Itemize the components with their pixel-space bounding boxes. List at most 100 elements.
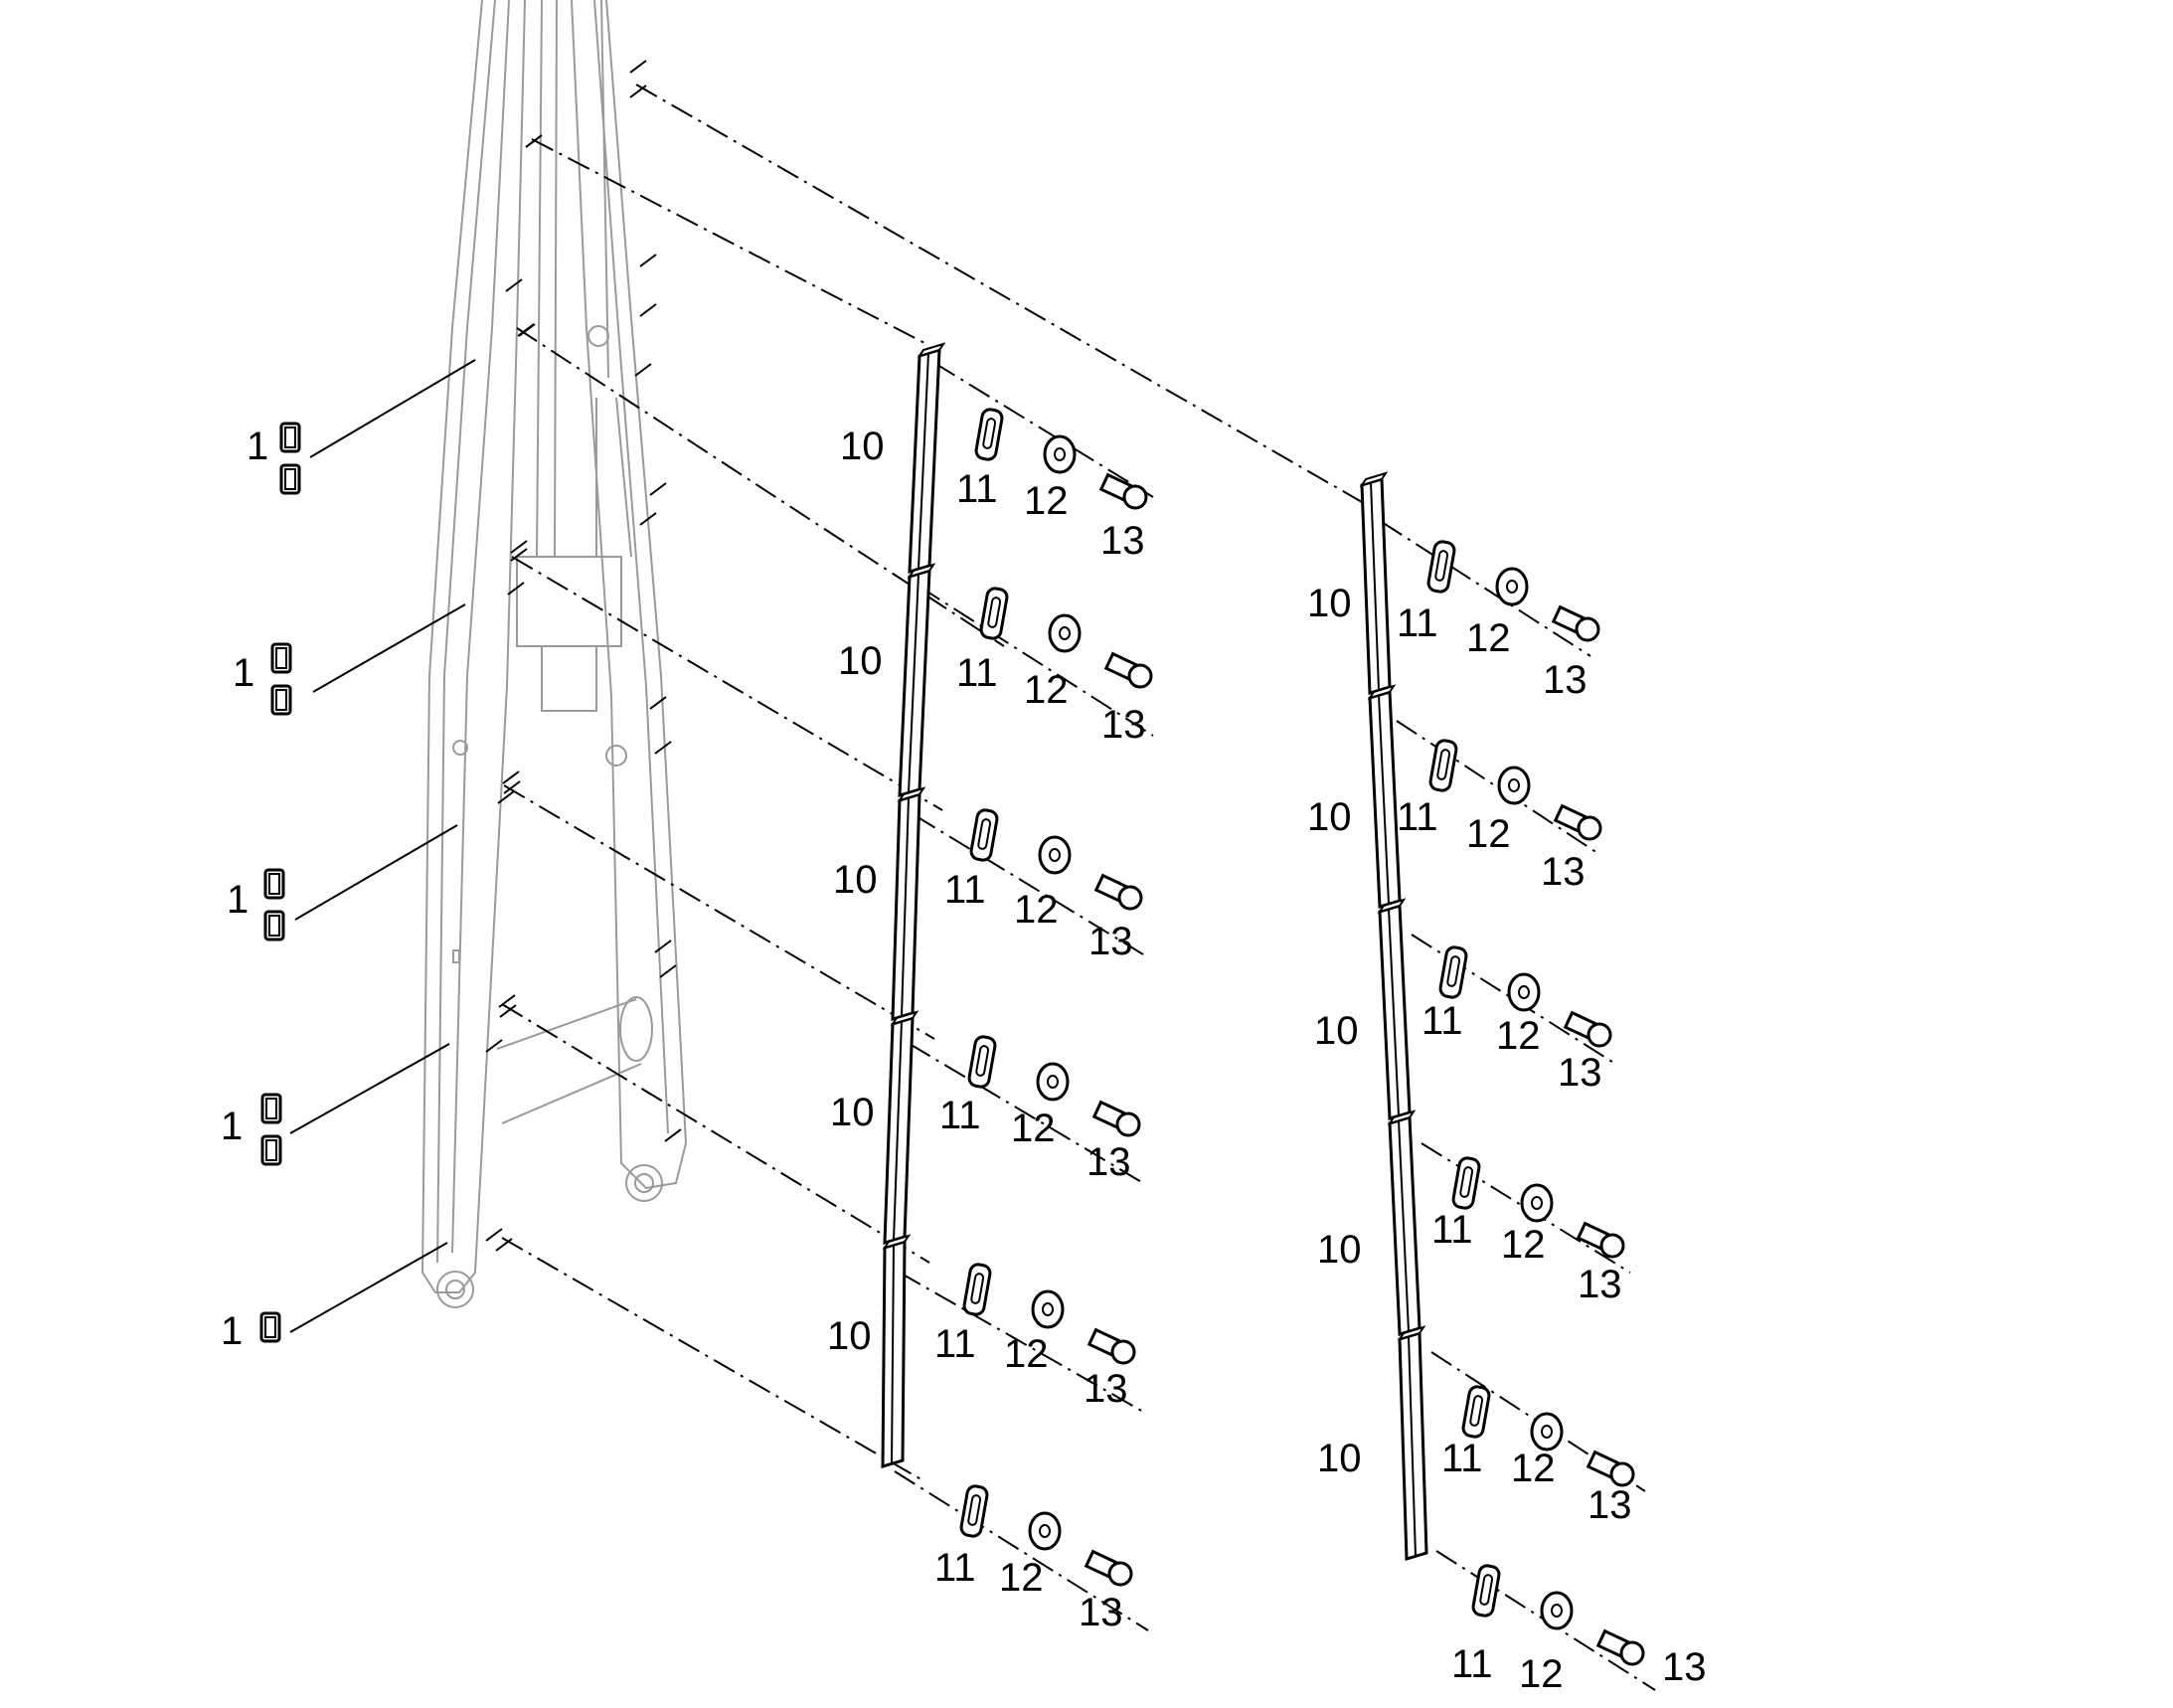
mount-tick (505, 278, 523, 292)
bolt-item-13 (1084, 1549, 1133, 1587)
clip-item-11 (1426, 540, 1456, 594)
frame-mount-points (485, 60, 682, 1252)
callout-11-label: 11 (1451, 1642, 1493, 1686)
washer-item-12 (1031, 1289, 1065, 1329)
callout-10-label: 10 (1317, 1228, 1362, 1272)
callout-12-label: 12 (1501, 1223, 1546, 1267)
slide-strip-item-10 (881, 1234, 912, 1469)
bolt-item-13 (1103, 651, 1153, 689)
callout-13-label: 13 (1543, 658, 1588, 702)
bolt-item-13 (1086, 1327, 1136, 1365)
callout-11-label: 11 (934, 1546, 976, 1590)
callout-13-label: 13 (1558, 1051, 1602, 1095)
washer-item-12 (1028, 1511, 1062, 1551)
callout-10-label: 10 (833, 858, 878, 902)
mount-tick (507, 582, 525, 596)
callout-12-label: 12 (999, 1556, 1044, 1600)
slide-strips (881, 342, 1428, 1561)
mount-tick (634, 363, 652, 377)
callout-13-label: 13 (1079, 1591, 1123, 1634)
mount-tick (664, 1128, 682, 1142)
callout-10-label: 10 (840, 425, 885, 468)
washer-item-12 (1036, 1062, 1070, 1102)
callout-1-label: 1 (247, 425, 268, 468)
mount-tick (510, 540, 528, 554)
washer-item-12 (1530, 1412, 1564, 1452)
callout-12-label: 12 (1466, 616, 1511, 660)
callout-13-label: 13 (1541, 850, 1586, 894)
mount-tick (495, 1238, 513, 1252)
callout-10-label: 10 (830, 1091, 875, 1134)
washer-item-12 (1507, 972, 1541, 1012)
callout-13-label: 13 (1662, 1645, 1707, 1689)
callout-11-label: 11 (939, 1094, 981, 1137)
callout-10-label: 10 (1307, 795, 1352, 839)
item-1-pads (259, 422, 301, 1343)
mount-tick (485, 1039, 503, 1053)
slide-strip-item-10 (1397, 1325, 1428, 1561)
mount-tick (649, 696, 667, 710)
bolt-item-13 (1553, 803, 1602, 841)
projection-line (635, 84, 1363, 503)
callout-12-label: 12 (1024, 479, 1069, 523)
mount-tick (503, 780, 521, 794)
clip-item-11 (1451, 1156, 1481, 1210)
mount-tick (639, 254, 657, 267)
mount-tick (639, 303, 657, 317)
clip-item-11 (1461, 1385, 1491, 1439)
washer-item-12 (1495, 567, 1529, 606)
callout-10-label: 10 (838, 639, 883, 683)
slide-strip-item-10 (1367, 684, 1402, 909)
callout-11-label: 11 (944, 868, 986, 912)
bolt-item-13 (1091, 1100, 1141, 1137)
bolt-item-13 (1586, 1450, 1635, 1487)
projection-line (919, 586, 1154, 737)
callout-12-label: 12 (1466, 812, 1511, 856)
mount-tick (629, 85, 647, 98)
leader-line (309, 359, 476, 458)
projection-line (516, 327, 1005, 647)
clip-item-11 (967, 1035, 997, 1089)
callout-13-label: 13 (1088, 920, 1133, 963)
clip-item-11 (1438, 945, 1468, 999)
leader-line (294, 824, 458, 921)
pad-item-1 (270, 684, 292, 716)
hardware-groups (959, 408, 1645, 1666)
clip-item-11 (1428, 739, 1458, 792)
mount-tick (518, 323, 536, 337)
callout-12-label: 12 (1024, 668, 1069, 712)
clip-item-11 (979, 587, 1009, 640)
callout-12-label: 12 (1004, 1332, 1049, 1376)
leader-line (289, 1043, 450, 1134)
bolt-item-13 (1595, 1628, 1645, 1666)
projection-line (503, 784, 935, 1040)
clip-item-11 (962, 1263, 992, 1316)
washer-item-12 (1540, 1591, 1574, 1630)
callout-11-label: 11 (1397, 795, 1438, 839)
callout-11-label: 11 (1397, 601, 1438, 645)
callout-10-label: 10 (1317, 1437, 1362, 1480)
projection-line (899, 1272, 1144, 1413)
pad-item-1 (270, 642, 292, 674)
pad-item-1 (260, 1134, 282, 1166)
slide-strip-item-10 (1387, 1110, 1421, 1336)
bolt-item-13 (1551, 604, 1600, 642)
clip-item-11 (959, 1484, 989, 1538)
projection-line (914, 814, 1144, 955)
clip-item-11 (969, 808, 999, 862)
slide-strip-item-10 (908, 342, 946, 575)
callout-12-label: 12 (1014, 888, 1059, 932)
washer-item-12 (1520, 1183, 1554, 1223)
pad-item-1 (263, 910, 285, 941)
mount-tick (654, 741, 672, 755)
mount-tick (659, 964, 677, 978)
slide-strip-item-10 (1359, 471, 1392, 695)
mount-tick (639, 512, 657, 526)
mount-tick (654, 939, 672, 953)
mast-frame (420, 0, 688, 1308)
callout-13-label: 13 (1100, 519, 1145, 563)
pad-item-1 (260, 1093, 282, 1124)
